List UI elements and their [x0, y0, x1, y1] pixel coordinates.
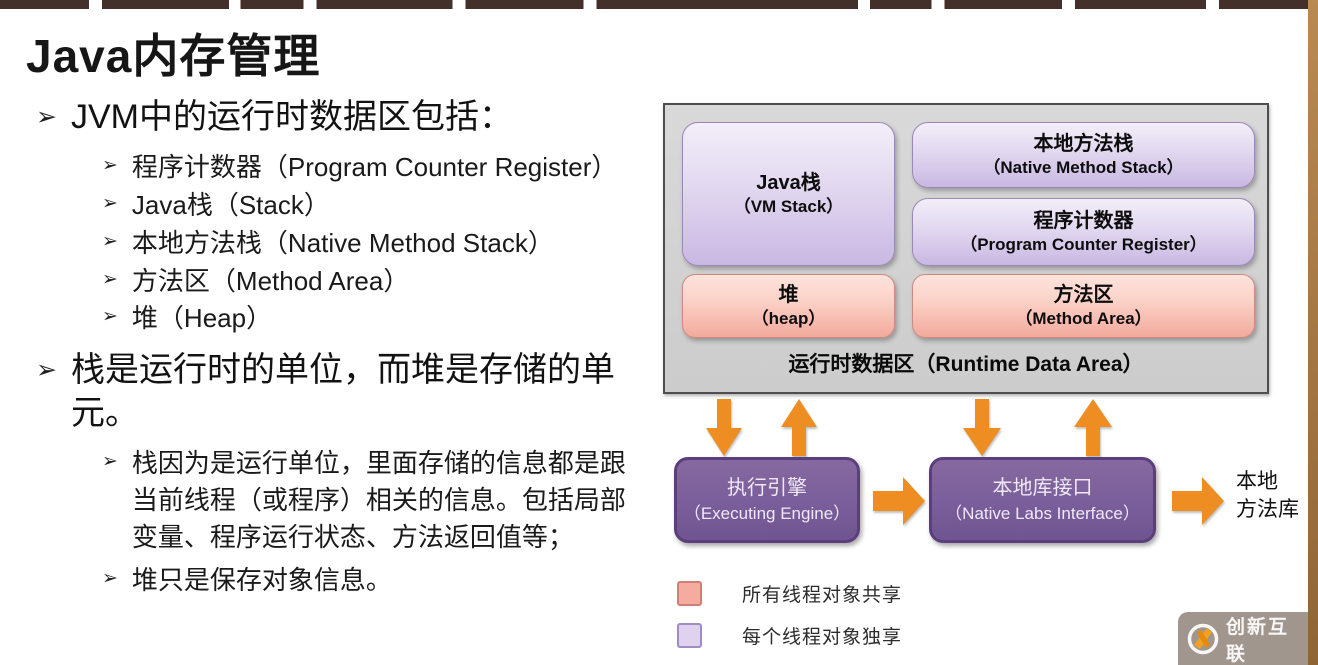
sub-bullet-text: 栈因为是运行单位，里面存储的信息都是跟当前线程（或程序）相关的信息。包括局部变量…: [131, 448, 626, 552]
bullet-list: ➢ JVM中的运行时数据区包括： ➢ 程序计数器（Program Counter…: [24, 96, 672, 605]
sub-bullet-text: 堆只是保存对象信息。: [131, 564, 392, 595]
sub-bullet-text: 本地方法栈（Native Method Stack）: [131, 227, 554, 258]
arrow-bullet-icon: ➢: [36, 356, 57, 385]
legend-label: 每个线程对象独享: [742, 627, 903, 648]
box-sublabel: （Program Counter Register）: [960, 234, 1207, 254]
brand-name: 创新互联: [1226, 616, 1290, 665]
sub-bullet-item: ➢ 本地方法栈（Native Method Stack）: [102, 225, 672, 262]
arrow-bullet-icon: ➢: [102, 306, 118, 328]
arrow-down-icon: [963, 399, 1001, 456]
box-heap: 堆 （heap）: [682, 274, 895, 338]
page-title: Java内存管理: [26, 30, 321, 82]
arrow-right-icon: [1172, 477, 1224, 525]
bullet-item: ➢ JVM中的运行时数据区包括：: [24, 96, 672, 139]
label-line: 本地: [1236, 470, 1278, 493]
sub-bullet-item: ➢ 栈因为是运行单位，里面存储的信息都是跟当前线程（或程序）相关的信息。包括局部…: [102, 445, 672, 556]
box-label: 执行引擎: [727, 477, 807, 500]
arrow-bullet-icon: ➢: [102, 154, 118, 176]
sub-bullet-text: 程序计数器（Program Counter Register）: [131, 151, 618, 182]
arrow-bullet-icon: ➢: [36, 103, 57, 131]
shared-color-swatch: [677, 581, 702, 606]
box-label: 方法区: [1053, 283, 1114, 306]
sub-bullet-item: ➢ Java栈（Stack）: [102, 187, 672, 224]
box-method-area: 方法区 （Method Area）: [912, 274, 1255, 338]
box-sublabel: （Method Area）: [1015, 308, 1152, 328]
box-label: 本地库接口: [992, 477, 1093, 500]
box-sublabel: （Native Method Stack）: [983, 157, 1184, 177]
brand-logo-icon: [1187, 623, 1219, 654]
bullet-text: JVM中的运行时数据区包括：: [70, 98, 513, 136]
sub-bullet-text: Java栈（Stack）: [131, 189, 330, 220]
arrow-bullet-icon: ➢: [102, 230, 118, 252]
legend-item-exclusive: 每个线程对象独享: [677, 622, 902, 649]
legend-label: 所有线程对象共享: [742, 585, 903, 606]
bullet-text: 栈是运行时的单位，而堆是存储的单元。: [70, 351, 615, 433]
box-native-labs-interface: 本地库接口 （Native Labs Interface）: [929, 457, 1156, 543]
native-method-library-label: 本地 方法库: [1236, 468, 1299, 525]
arrow-bullet-icon: ➢: [102, 451, 118, 473]
arrow-down-icon: [706, 399, 742, 456]
sub-bullet-text: 方法区（Method Area）: [131, 265, 410, 296]
top-edge-bar: [0, 0, 1308, 9]
sub-bullet-item: ➢ 方法区（Method Area）: [102, 263, 672, 300]
legend-item-shared: 所有线程对象共享: [677, 580, 902, 607]
box-sublabel: （heap）: [751, 308, 826, 328]
runtime-data-area: Java栈 （VM Stack） 本地方法栈 （Native Method St…: [663, 103, 1269, 394]
arrow-up-icon: [781, 399, 817, 456]
box-sublabel: （VM Stack）: [733, 196, 844, 216]
sub-bullet-item: ➢ 程序计数器（Program Counter Register）: [102, 149, 672, 186]
box-label: Java栈: [756, 171, 821, 194]
arrow-right-icon: [873, 477, 925, 525]
box-sublabel: （Executing Engine）: [683, 504, 851, 524]
box-vm-stack: Java栈 （VM Stack）: [682, 122, 895, 266]
legend: 所有线程对象共享 每个线程对象独享: [677, 580, 902, 664]
exclusive-color-swatch: [677, 623, 702, 648]
sub-bullet-item: ➢ 堆（Heap）: [102, 300, 672, 337]
sub-bullet-item: ➢ 堆只是保存对象信息。: [102, 562, 672, 599]
box-label: 堆: [778, 283, 799, 306]
arrow-bullet-icon: ➢: [102, 268, 118, 290]
arrow-bullet-icon: ➢: [102, 192, 118, 214]
arrow-up-icon: [1074, 399, 1112, 456]
box-native-method-stack: 本地方法栈 （Native Method Stack）: [912, 122, 1255, 188]
label-line: 方法库: [1236, 498, 1299, 522]
arrow-bullet-icon: ➢: [102, 567, 118, 589]
watermark: 创新互联: [1178, 612, 1308, 665]
bullet-item: ➢ 栈是运行时的单位，而堆是存储的单元。: [24, 349, 672, 435]
box-executing-engine: 执行引擎 （Executing Engine）: [674, 457, 860, 543]
right-edge-strip: [1308, 0, 1318, 665]
runtime-area-caption: 运行时数据区（Runtime Data Area）: [788, 353, 1144, 376]
box-label: 程序计数器: [1033, 209, 1134, 232]
box-sublabel: （Native Labs Interface）: [945, 504, 1140, 524]
sub-bullet-text: 堆（Heap）: [131, 303, 273, 334]
box-program-counter: 程序计数器 （Program Counter Register）: [912, 198, 1255, 266]
box-label: 本地方法栈: [1033, 132, 1134, 155]
